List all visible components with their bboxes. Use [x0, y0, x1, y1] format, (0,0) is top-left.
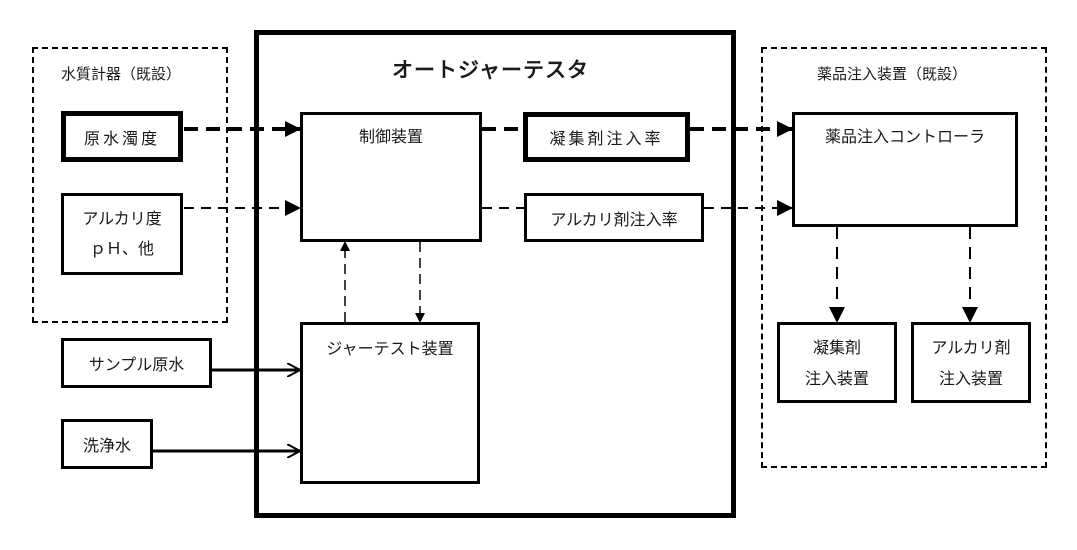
coagulant-injection-device-box: 凝集剤 注入装置 — [777, 322, 897, 403]
wash-water-label: 洗浄水 — [82, 436, 131, 455]
chemical-injection-controller-box: 薬品注入コントローラ — [792, 112, 1018, 227]
jar-test-device-label: ジャーテスト装置 — [326, 339, 454, 358]
coagulant-rate-label: 凝集剤注入率 — [549, 129, 664, 148]
coagulant-rate-box: 凝集剤注入率 — [523, 112, 690, 162]
sample-raw-water-box: サンプル原水 — [61, 338, 212, 388]
alkalinity-ph-box: アルカリ度 ｐＨ、他 — [61, 193, 183, 275]
wash-water-box: 洗浄水 — [61, 419, 153, 469]
alkali-injection-device-box: アルカリ剤 注入装置 — [911, 322, 1031, 403]
alkali-rate-box: アルカリ剤注入率 — [524, 193, 704, 242]
alkali-device-label-2: 注入装置 — [938, 368, 1003, 388]
coagulant-device-label-1: 凝集剤 — [812, 337, 861, 357]
coagulant-device-label-2: 注入装置 — [804, 368, 869, 388]
auto-jar-tester-frame — [254, 30, 736, 518]
chemical-injection-controller-label: 薬品注入コントローラ — [824, 127, 985, 146]
sample-raw-water-label: サンプル原水 — [88, 355, 185, 374]
alkali-device-label-1: アルカリ剤 — [931, 337, 1011, 357]
alkalinity-label: アルカリ度 — [82, 209, 162, 228]
ph-other-label: ｐＨ、他 — [89, 239, 154, 258]
chemical-injection-group-label: 薬品注入装置（既設） — [817, 65, 968, 83]
water-quality-group-label: 水質計器（既設） — [61, 65, 182, 83]
controller-box: 制御装置 — [300, 112, 482, 242]
raw-water-turbidity-label: 原水濁度 — [83, 128, 160, 148]
raw-water-turbidity-box: 原水濁度 — [61, 111, 183, 162]
jar-test-device-box: ジャーテスト装置 — [300, 322, 480, 484]
auto-jar-tester-title: オートジャーテスタ — [392, 58, 589, 82]
controller-label: 制御装置 — [358, 127, 423, 146]
alkali-rate-label: アルカリ剤注入率 — [550, 209, 678, 229]
water-quality-instruments-group — [32, 47, 228, 323]
chemical-injection-group — [761, 47, 1047, 468]
